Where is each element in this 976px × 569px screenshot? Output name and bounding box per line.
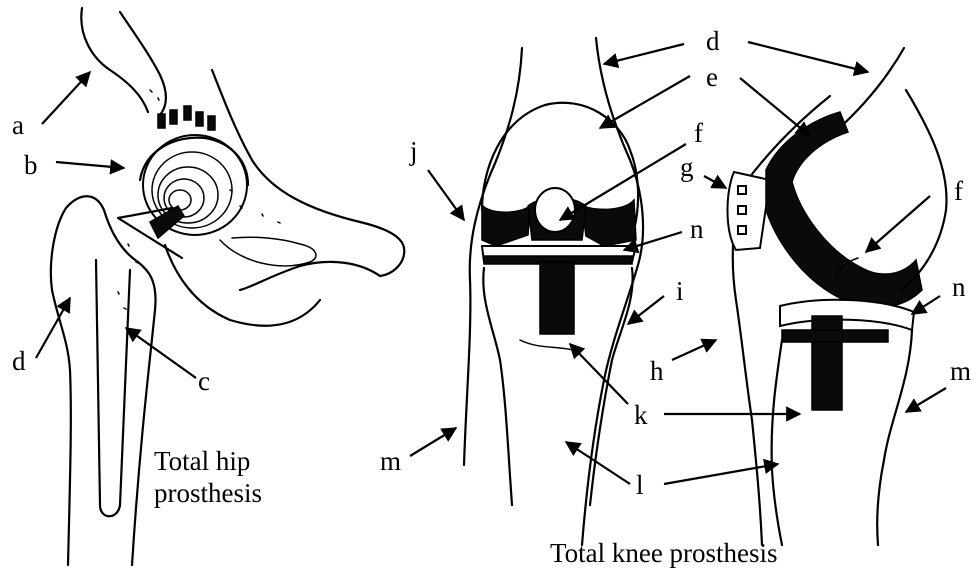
label-knee-n: n [690, 214, 704, 244]
hip-caption-line2: prosthesis [154, 478, 262, 508]
label-knee-d: d [706, 26, 720, 56]
label-knee-e: e [706, 62, 718, 92]
label-hip-b: b [24, 150, 38, 180]
label-hip-c: c [198, 366, 210, 396]
label-hip-d: d [12, 346, 26, 376]
label-knee-h: h [650, 356, 664, 386]
knee-side-drawing [728, 48, 947, 545]
label-knee-f: f [694, 118, 703, 148]
label-knee-g: g [680, 152, 694, 182]
label-hip-a: a [12, 110, 24, 140]
label-knee-j: j [409, 136, 418, 166]
label-knee-m-right: m [950, 356, 971, 386]
knee-front-drawing [464, 38, 643, 545]
label-knee-i: i [676, 276, 684, 306]
knee-caption: Total knee prosthesis [550, 538, 778, 568]
label-knee-m-left: m [380, 446, 401, 476]
label-knee-l: l [636, 470, 644, 500]
label-knee-f-side: f [954, 176, 963, 206]
label-knee-n-side: n [952, 272, 966, 302]
hip-caption-line1: Total hip [154, 446, 250, 476]
label-knee-k: k [634, 400, 648, 430]
